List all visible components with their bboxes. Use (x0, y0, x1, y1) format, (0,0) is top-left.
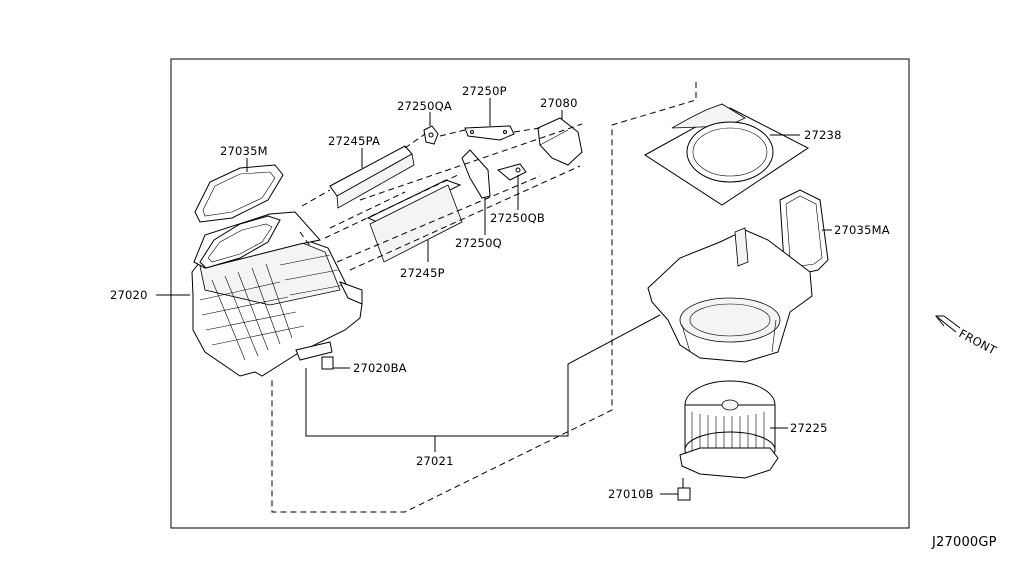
seal-27035m-drawing (194, 164, 284, 269)
label-27020ba: 27020BA (353, 361, 407, 375)
label-27225: 27225 (790, 421, 828, 435)
front-label: FRONT (957, 326, 1000, 358)
label-27245pa: 27245PA (328, 134, 380, 148)
blower-housing-drawing (647, 227, 813, 363)
filter-27245p-drawing (366, 179, 463, 263)
label-27021: 27021 (416, 454, 454, 468)
label-27035m: 27035M (220, 144, 268, 158)
label-27035ma: 27035MA (834, 223, 890, 237)
small-parts-drawing (423, 117, 583, 199)
leader-lines (156, 98, 832, 495)
filter-27245pa-drawing (329, 145, 415, 209)
diagram-frame (170, 58, 910, 529)
label-27238: 27238 (804, 128, 842, 142)
label-27010b: 27010B (608, 487, 654, 501)
label-27250qb: 27250QB (490, 211, 545, 225)
label-27250qa: 27250QA (397, 99, 452, 113)
cooling-unit-drawing (191, 211, 363, 377)
blower-motor-fan-drawing (677, 380, 779, 501)
front-arrow-icon (934, 315, 961, 333)
label-27080: 27080 (540, 96, 578, 110)
assembly-dashed-lines (271, 82, 697, 513)
label-27250p: 27250P (462, 84, 507, 98)
label-27020: 27020 (110, 288, 148, 302)
label-27245p: 27245P (400, 266, 445, 280)
diagram-id: J27000GP (931, 535, 997, 550)
label-27250q: 27250Q (455, 236, 502, 250)
filter-cover-27238-drawing (644, 103, 809, 206)
